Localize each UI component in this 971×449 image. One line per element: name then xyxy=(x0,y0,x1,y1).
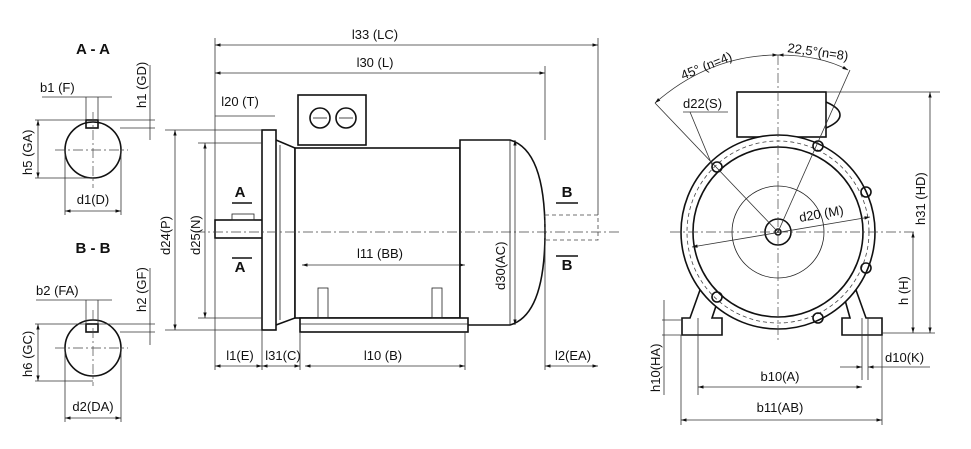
dim-d10-label: d10(K) xyxy=(885,350,924,365)
dim-h31-label: h31 (HD) xyxy=(913,172,928,225)
key-a xyxy=(85,119,99,129)
dim-l30-label: l30 (L) xyxy=(357,55,394,70)
dim-h-label: h (H) xyxy=(896,276,911,305)
feet xyxy=(299,317,469,333)
dim-h2-label: h2 (GF) xyxy=(134,267,149,312)
dim-d30-label: d30(AC) xyxy=(493,242,508,290)
cable-gland-2 xyxy=(335,107,357,129)
dim-b1-label: b1 (F) xyxy=(40,80,75,95)
dim-d22-label: d22(S) xyxy=(683,96,722,111)
end-cover xyxy=(459,139,546,326)
angle-22-label: 22,5°(n=8) xyxy=(787,40,850,63)
cut-b-bottom: B xyxy=(562,257,573,274)
section-a-a: A - A b1 (F) h1 (GD) h5 (GA) d1(D) xyxy=(20,41,155,215)
terminal-box xyxy=(297,94,367,146)
dim-l20-label: l20 (T) xyxy=(221,94,259,109)
dim-d25-label: d25(N) xyxy=(188,215,203,255)
section-b-title: B - B xyxy=(76,240,111,257)
dim-d24-label: d24(P) xyxy=(158,216,173,255)
dim-l31-label: l31(C) xyxy=(265,348,300,363)
dim-h6-label: h6 (GC) xyxy=(20,331,35,377)
dim-h5-label: h5 (GA) xyxy=(20,129,35,175)
cut-b-top: B xyxy=(562,184,573,201)
dim-h1-label: h1 (GD) xyxy=(134,62,149,108)
dim-d1-label: d1(D) xyxy=(77,192,110,207)
key-b xyxy=(85,323,99,333)
angle-45-label: 45° (n=4) xyxy=(679,49,735,83)
dim-b11-label: b11(AB) xyxy=(757,400,804,415)
dim-d2-label: d2(DA) xyxy=(72,399,113,414)
dim-l10-label: l10 (B) xyxy=(364,348,402,363)
section-a-title: A - A xyxy=(76,41,110,58)
cable-gland-1 xyxy=(309,107,331,129)
dim-b10-label: b10(A) xyxy=(760,369,799,384)
rear-shaft xyxy=(544,214,599,241)
cut-a-bottom: A xyxy=(235,259,246,276)
side-view: l33 (LC) l30 (L) l20 (T) A A B B xyxy=(158,27,620,370)
dim-h10-label: h10(HA) xyxy=(648,344,663,392)
section-b-b: B - B b2 (FA) h2 (GF) h6 (GC) d2(DA) xyxy=(20,240,155,422)
front-view: 45° (n=4) 22,5°(n=8) d22(S) d20 (M) h31 … xyxy=(648,40,940,425)
dim-l1-label: l1(E) xyxy=(226,348,253,363)
right-foot xyxy=(841,288,883,336)
dim-l11-label: l11 (BB) xyxy=(357,246,403,261)
motor-body xyxy=(294,147,461,319)
flange xyxy=(261,129,277,331)
front-shaft xyxy=(214,219,266,239)
bolt-holes xyxy=(711,140,872,324)
cut-a-top: A xyxy=(235,184,246,201)
terminal-box-front xyxy=(736,91,827,138)
dim-l2-label: l2(EA) xyxy=(555,348,591,363)
dim-l33-label: l33 (LC) xyxy=(352,27,398,42)
dim-b2-label: b2 (FA) xyxy=(36,283,79,298)
